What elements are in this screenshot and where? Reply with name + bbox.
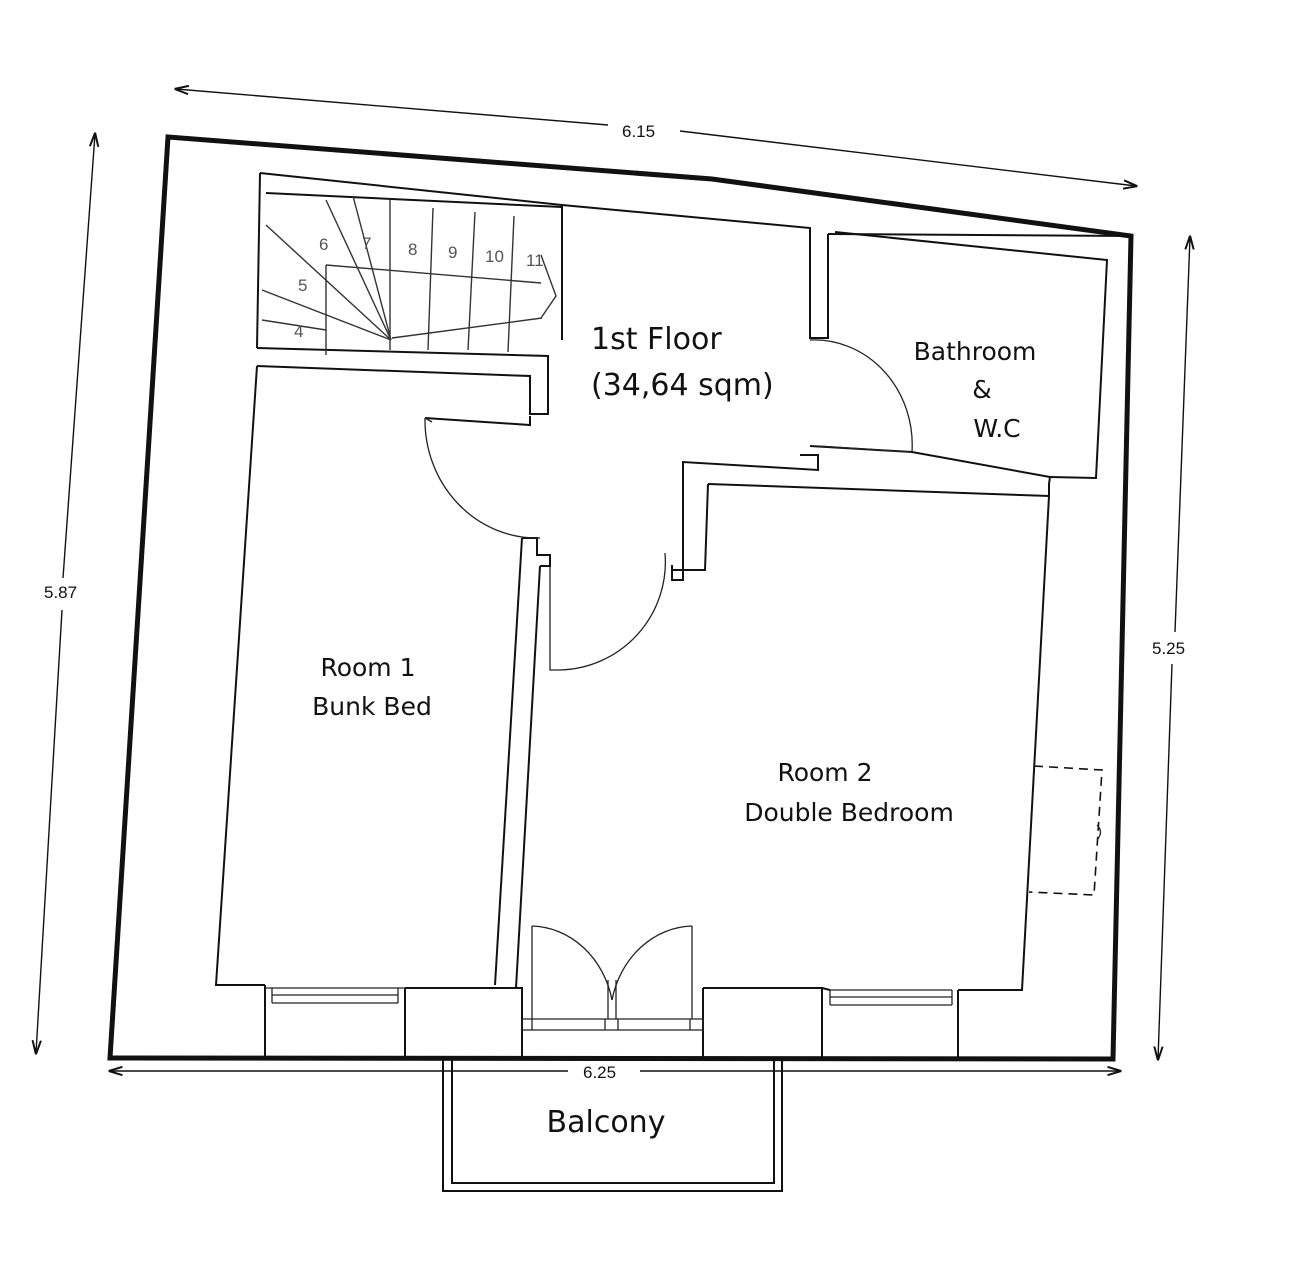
dimension-top: 6.15	[176, 89, 1136, 186]
step-number: 7	[362, 234, 371, 253]
balcony-label: Balcony	[547, 1105, 666, 1140]
step-number: 8	[408, 240, 417, 259]
bathroom-label-line3: W.C	[973, 414, 1020, 443]
window-room2	[829, 989, 953, 1006]
window-room1	[265, 987, 405, 1004]
step-number: 11	[526, 251, 544, 270]
room1-label-line2: Bunk Bed	[312, 692, 432, 721]
dimension-right-label: 5.25	[1152, 639, 1185, 658]
dimension-left: 5.87	[36, 134, 95, 1053]
bathroom-label-line1: Bathroom	[914, 337, 1037, 366]
dimension-top-label: 6.15	[622, 122, 655, 141]
dimension-right: 5.25	[1152, 237, 1190, 1059]
door-room2	[549, 552, 667, 671]
step-number: 6	[319, 235, 328, 254]
room2-label-line2: Double Bedroom	[744, 798, 954, 827]
dimension-left-label: 5.87	[44, 583, 77, 602]
floor-area: (34,64 sqm)	[591, 368, 774, 403]
balcony	[442, 1058, 783, 1192]
door-bathroom	[809, 339, 913, 453]
step-number: 4	[294, 322, 303, 341]
step-number: 5	[298, 276, 307, 295]
wardrobe	[1028, 765, 1103, 896]
step-number: 9	[448, 243, 457, 262]
door-room1	[424, 417, 541, 539]
step-number: 10	[485, 247, 504, 266]
outer-wall	[107, 134, 1134, 1062]
staircase	[261, 195, 557, 355]
balcony-door	[521, 925, 704, 1031]
bathroom-label-line2: &	[972, 375, 992, 404]
floor-title: 1st Floor	[591, 322, 722, 357]
dimension-bottom: 6.25	[110, 1063, 1120, 1082]
wardrobe-handle	[1096, 824, 1102, 841]
dimension-bottom-label: 6.25	[583, 1063, 616, 1082]
room1-label-line1: Room 1	[320, 653, 415, 682]
room2-label-line1: Room 2	[777, 758, 872, 787]
stair-numbers: 4 5 6 7 8 9 10 11	[294, 234, 544, 341]
